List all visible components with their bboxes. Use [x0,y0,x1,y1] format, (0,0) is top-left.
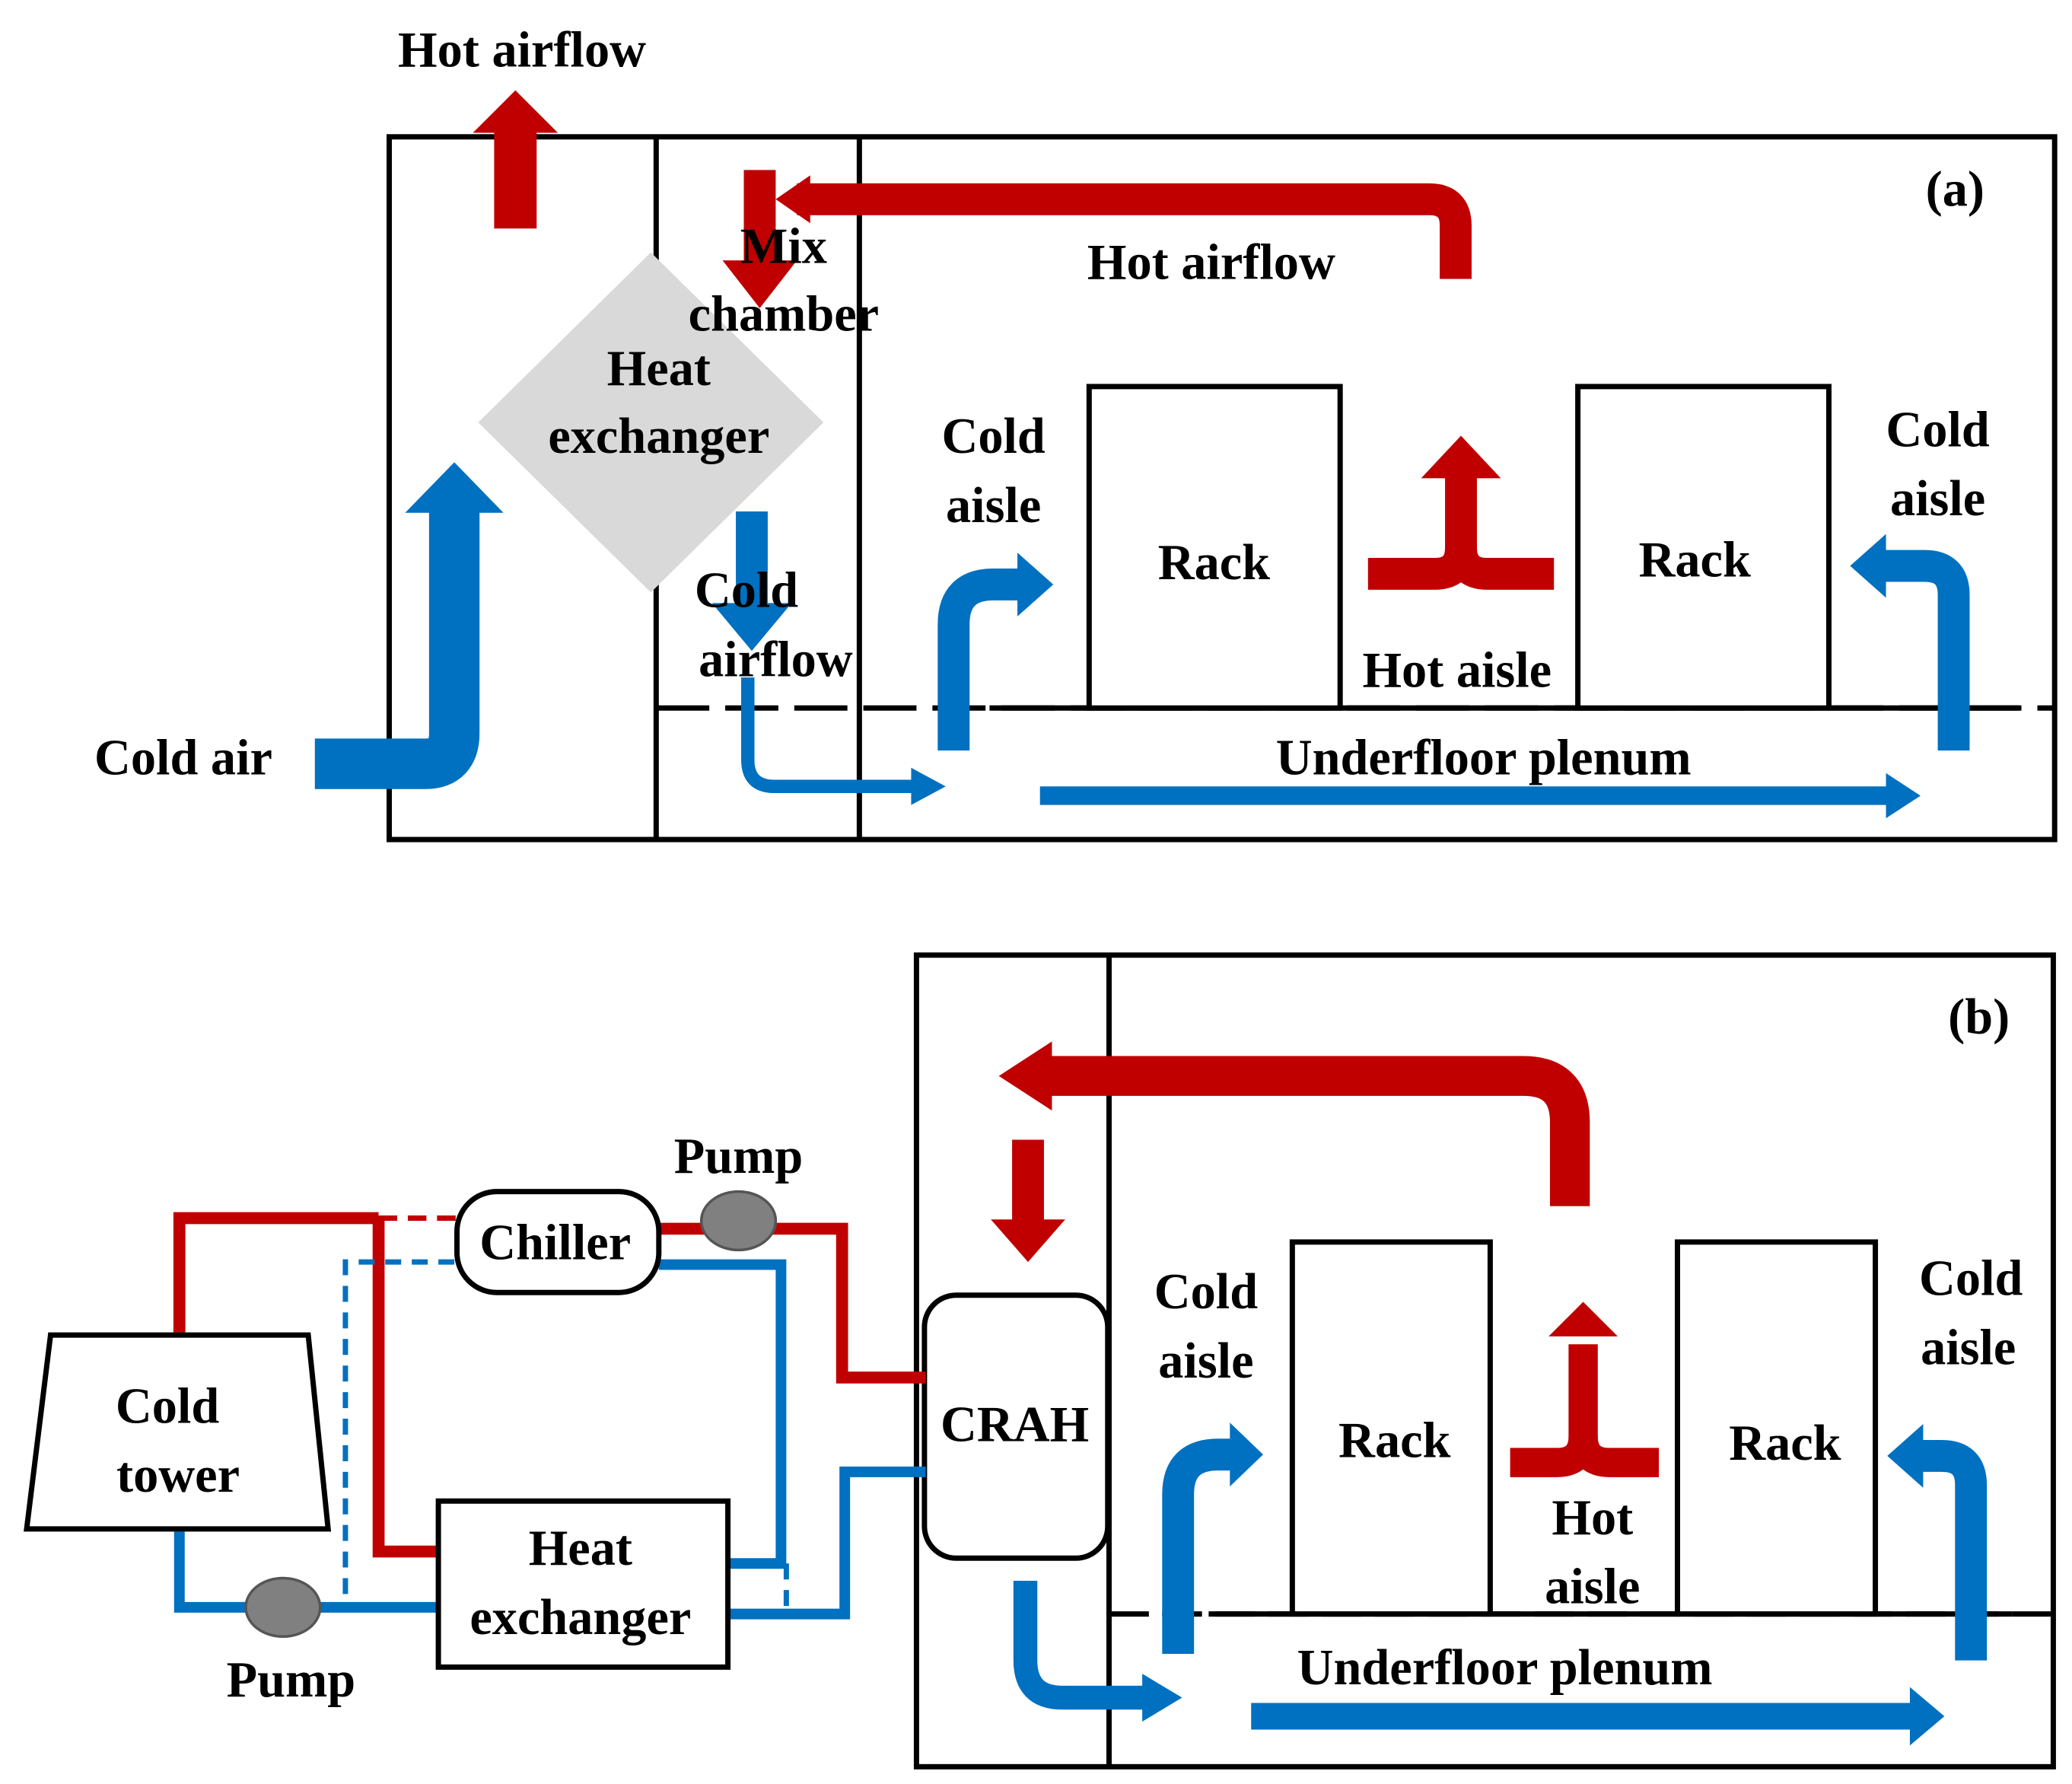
panel-a-border [387,134,2058,843]
hot-aisle-y-arrow-b [1510,1301,1660,1477]
hot-return-path-b [1049,1056,1590,1206]
cold-airflow-label-2: airflow [699,632,853,687]
hot-down-arrow [722,170,797,308]
cold-tower [24,1332,332,1532]
chiller-unit [454,1189,662,1295]
panel-b-border [913,952,2056,1770]
hot-return-arrowhead [775,175,810,224]
heat-exchanger-diamond [478,252,824,593]
panel-b-tag: (b) [1948,989,2010,1045]
underfloor-plenum-label-b: Underfloor plenum [1297,1640,1713,1696]
cold-airflow-label-1: Cold [695,563,798,619]
crah-to-plenum-path [1013,1580,1154,1710]
rack-right-b-label: Rack [1729,1416,1841,1471]
pump-top-label: Pump [674,1129,804,1184]
mix-chamber-label-2: chamber [689,287,879,342]
heat-exchanger-label-b2: exchanger [469,1590,691,1645]
cold-to-plenum-path [741,677,917,793]
cold-aisle-left-arrowhead [1017,553,1054,616]
cold-down-arrow [711,511,792,651]
cold-aisle-right-label-b2: aisle [1921,1320,2016,1375]
cold-water-dashed [342,1259,789,1614]
hot-down-arrow-b [991,1139,1065,1263]
mix-chamber-label-1: Mix [740,219,827,275]
rack-left-a [1086,384,1343,711]
underfloor-plenum-label-a: Underfloor plenum [1276,731,1692,786]
plenum-arrowhead [1886,773,1921,819]
rack-left-b-label: Rack [1338,1413,1450,1469]
rack-left-a-label: Rack [1158,535,1270,591]
panel-b: (b) Pump Chiller Cold aisle Cold aisle C… [24,952,2056,1770]
cold-tower-label-2: tower [116,1448,240,1503]
rack-right-a-label: Rack [1639,532,1751,588]
cold-aisle-right-label-a2: aisle [1890,471,1985,527]
cold-to-plenum-arrowhead [911,767,946,805]
cold-aisle-right-arrowhead-b [1887,1424,1924,1488]
cold-aisle-left-label-b1: Cold [1154,1264,1258,1320]
cold-aisle-right-label-b1: Cold [1919,1251,2023,1307]
hot-aisle-label-a: Hot aisle [1362,642,1552,698]
heat-exchanger-label-1: Heat [607,341,711,397]
cold-air-inlet-arrowhead [405,462,504,513]
cold-aisle-right-arrow-path [1883,550,1970,751]
hot-aisle-label-b1: Hot [1552,1490,1633,1546]
rack-right-b [1675,1239,1879,1617]
rack-right-a [1575,384,1832,711]
cold-aisle-left-arrow-path-b [1162,1438,1233,1654]
cold-water-piping [173,1259,926,1620]
plenum-arrowhead-b [1909,1687,1945,1746]
heat-exchanger-label-2: exchanger [548,409,769,464]
panel-a: Hot airflow (a) Hot airflow Mix chamber … [94,22,2058,843]
hot-airflow-exhaust-label: Hot airflow [398,22,646,78]
chiller-label: Chiller [479,1215,631,1271]
crah-to-plenum-arrowhead [1142,1674,1182,1722]
cold-aisle-left-arrowhead-b [1230,1422,1263,1487]
hot-exhaust-arrow [473,90,559,229]
cold-tower-label-1: Cold [116,1378,219,1434]
cold-aisle-left-arrow-path [937,569,1023,751]
hot-return-arrowhead-b [998,1041,1052,1111]
cold-aisle-left-label-b2: aisle [1158,1333,1253,1389]
cold-aisle-right-arrowhead [1850,534,1886,598]
rack-left-b [1289,1239,1493,1617]
hot-airflow-return-label: Hot airflow [1087,235,1335,291]
hot-return-path [797,183,1472,279]
crah-unit [921,1292,1111,1561]
heat-exchanger-label-b1: Heat [529,1521,632,1576]
pump-top [699,1190,778,1252]
hot-aisle-y-arrow-a [1367,435,1555,590]
cold-air-label: Cold air [94,731,272,786]
panel-a-tag: (a) [1926,162,1984,218]
cold-aisle-left-label-a2: aisle [946,478,1041,534]
pump-bottom [244,1576,322,1639]
hot-aisle-label-b2: aisle [1545,1559,1640,1615]
cold-aisle-left-label-a1: Cold [941,409,1045,464]
cold-aisle-right-label-a1: Cold [1886,402,1989,457]
pump-bottom-label: Pump [227,1652,356,1708]
cold-aisle-right-arrow-path-b [1920,1439,1988,1661]
heat-exchanger-box [435,1498,731,1670]
crah-label: CRAH [941,1397,1089,1453]
cold-air-inlet-path [314,511,480,789]
